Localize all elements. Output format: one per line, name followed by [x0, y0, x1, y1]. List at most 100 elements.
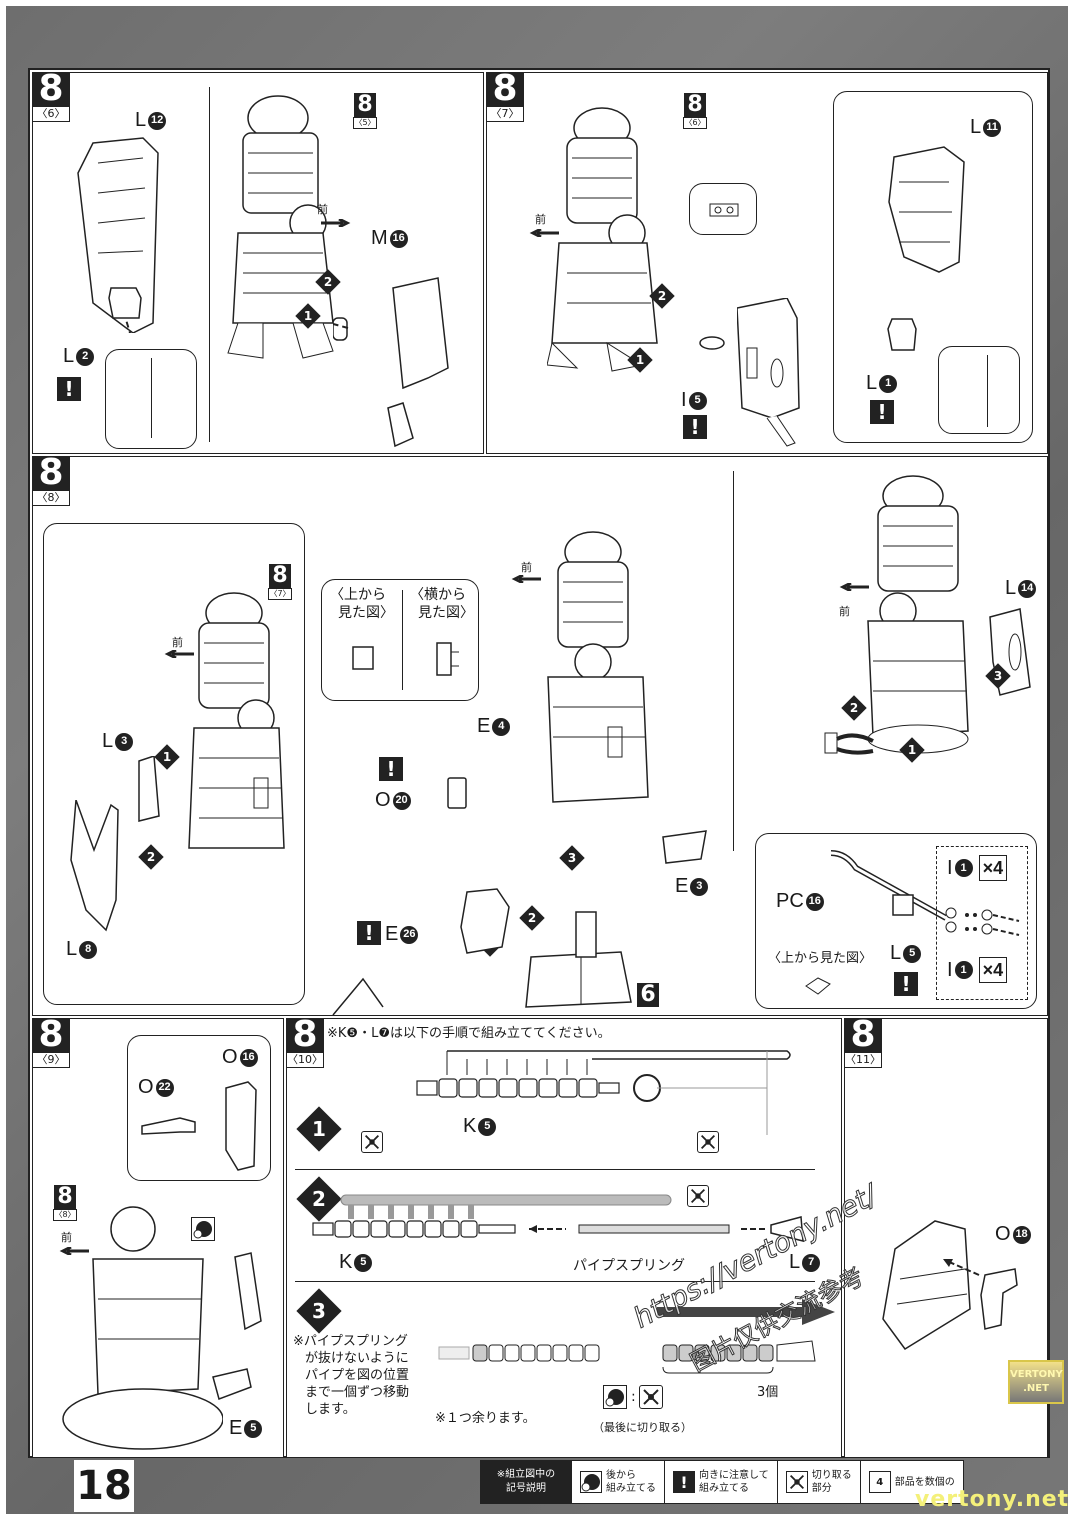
- runner-gates: [446, 1051, 588, 1075]
- part-letter: L: [866, 372, 878, 394]
- part-letter: I: [947, 856, 953, 879]
- part-o22-drawing: [141, 1117, 196, 1135]
- part-number: 3: [690, 877, 709, 896]
- part-letter: PC: [776, 890, 804, 912]
- part-m16-drawing: [333, 277, 449, 448]
- ref-substep: 〈7〉: [268, 588, 292, 600]
- ref-step: 8: [684, 93, 706, 117]
- o16-detail-callout: O 16 O 22: [127, 1035, 271, 1181]
- part-label-o18: O 18: [995, 1223, 1031, 1246]
- step-number: 8: [845, 1019, 882, 1053]
- warning-icon: !: [57, 377, 81, 401]
- part-label-l7: L 7: [789, 1251, 821, 1274]
- nipper-icon: [639, 1385, 663, 1409]
- pipe-detail-callout: PC 16 L 5 ! 〈上から見た図〉 I 1 ×4 I: [755, 833, 1037, 1009]
- substep-marker-2: 2: [301, 1181, 337, 1217]
- i1-dashed-group: I 1 ×4 I 1 ×4: [936, 846, 1028, 1000]
- assembly-note: ※K❺・L❼は以下の手順で組み立ててください。: [327, 1026, 611, 1041]
- part-number: 20: [392, 791, 411, 810]
- part-letter: E: [477, 715, 491, 737]
- part-number: 26: [400, 925, 419, 944]
- part-letter: E: [385, 923, 399, 945]
- divider: [151, 358, 152, 438]
- part-label-l3: L 3: [102, 730, 134, 753]
- part-l11-drawing: [888, 146, 965, 273]
- part-number: 11: [983, 118, 1002, 137]
- view-label-line: 〈上から: [330, 587, 386, 603]
- part-label-l1: L 1: [866, 372, 898, 395]
- order-marker-1: 1: [901, 739, 923, 761]
- part-label-k5-step2: K 5: [339, 1251, 373, 1274]
- part-letter: L: [789, 1251, 801, 1273]
- part-number: 5: [688, 391, 707, 410]
- part-letter: O: [995, 1223, 1011, 1245]
- part-label-l14: L 14: [1005, 577, 1037, 600]
- legend-heading-line: 記号説明: [506, 1483, 546, 1494]
- part-letter: O: [222, 1046, 238, 1068]
- part-number: 3: [115, 732, 134, 751]
- torso-assembly-drawing: [227, 95, 334, 359]
- cut-last-note: （最後に切り取る）: [593, 1421, 692, 1434]
- step-number: 8: [33, 1019, 70, 1053]
- count-icon: 4: [868, 1471, 891, 1493]
- ref-step: 8: [354, 93, 376, 117]
- part-number: 16: [389, 229, 408, 248]
- front-arrow-icon: [321, 219, 351, 227]
- runner-k5-drawing: [416, 1050, 791, 1135]
- part-label-m16: M 16: [371, 227, 408, 250]
- step-8-6-panel: 8 〈6〉 L 12 L 2 ! 8 〈5〉: [32, 72, 484, 454]
- step-badge: 8 〈8〉: [33, 457, 70, 506]
- part-number: 2: [76, 347, 95, 366]
- torso-assembly-right-drawing: [867, 475, 969, 754]
- front-label: 前: [172, 636, 183, 649]
- part-l8-drawing: [70, 800, 119, 932]
- shoulder-armor-drawing: [882, 1220, 971, 1351]
- watermark-site: vertony.net: [915, 1487, 1070, 1512]
- order-marker-3: 3: [987, 665, 1009, 687]
- torso-assembly-center-drawing: [547, 531, 649, 803]
- vertony-badge: VERTONY .NET: [1008, 1360, 1064, 1404]
- torso-assembly-drawing: [188, 592, 285, 849]
- torso-assembly-drawing: [547, 107, 658, 372]
- step-number: 8: [33, 73, 70, 107]
- front-arrow-icon: [529, 229, 559, 237]
- reference-badge: 8 〈7〉: [268, 564, 292, 600]
- part-number: 4: [492, 717, 511, 736]
- front-arrow-icon: [164, 650, 194, 658]
- part-number: 1: [954, 859, 973, 877]
- part-i1-drawing: [945, 907, 1020, 936]
- view-label-line: 見た図〉: [418, 605, 474, 621]
- legend-text: 後から: [606, 1470, 636, 1481]
- view-from-top-label: 〈上から 見た図〉: [330, 586, 394, 622]
- order-marker-1: 1: [297, 305, 319, 327]
- part-letter: O: [138, 1076, 154, 1098]
- part-number: 12: [148, 111, 167, 130]
- part-letter: O: [375, 789, 391, 811]
- ref-substep: 〈6〉: [683, 117, 707, 129]
- step-substep: 〈10〉: [287, 1052, 324, 1068]
- part-letter: L: [1005, 577, 1017, 599]
- l5-top-view-drawing: [805, 977, 831, 995]
- legend-text: 組み立てる: [606, 1483, 656, 1494]
- legend-text: 部分: [811, 1483, 832, 1494]
- divider: [987, 355, 988, 427]
- step-8-9-panel: 8 〈9〉 O 16 O 22 8 〈8〉 前: [32, 1018, 284, 1458]
- part-e26-drawing: [460, 888, 510, 954]
- instruction-line: ※パイプスプリング: [293, 1334, 408, 1349]
- torso-lower-assembly-drawing: [62, 1206, 223, 1450]
- attach-arrow: [943, 1259, 980, 1276]
- part-letter: K: [463, 1115, 477, 1137]
- order-marker-2: 2: [521, 907, 543, 929]
- left-subassembly-callout: 8 〈7〉 前 L 3 1 2 L: [43, 523, 305, 1005]
- o20-view-callout: 〈上から 見た図〉 〈横から 見た図〉: [321, 579, 479, 701]
- part-number: 5: [903, 944, 922, 963]
- part-letter: E: [229, 1417, 243, 1439]
- legend-item-back-assemble: 後から組み立てる: [571, 1461, 664, 1503]
- pipe-move-arrow-icon: [657, 1299, 835, 1325]
- part-number: 8: [79, 940, 98, 959]
- view-from-top-label: 〈上から見た図〉: [768, 951, 873, 966]
- part-label-l8: L 8: [66, 938, 98, 961]
- part-label-e5: E 5: [229, 1417, 263, 1440]
- part-label-l12: L 12: [135, 109, 167, 132]
- step-badge: 8 〈10〉: [287, 1019, 324, 1068]
